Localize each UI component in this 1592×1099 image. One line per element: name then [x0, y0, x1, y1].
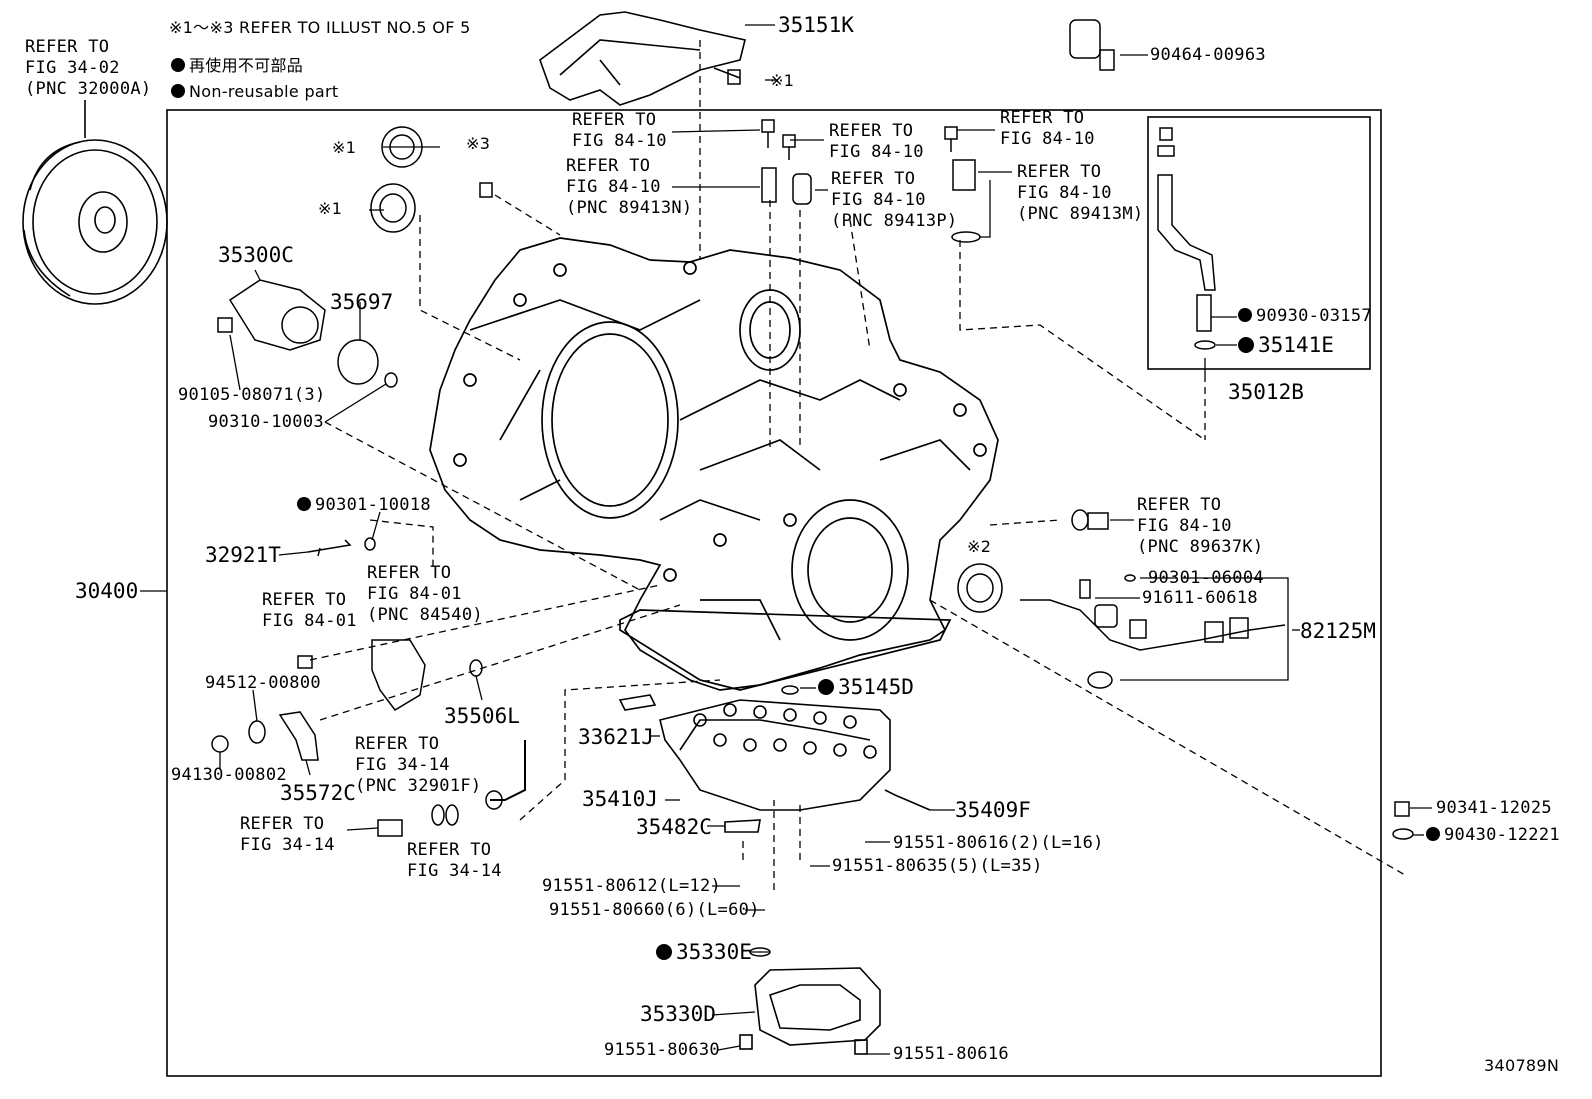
- part-82125M[interactable]: 82125M: [1300, 619, 1376, 643]
- part-35151K[interactable]: 35151K: [778, 13, 854, 37]
- part-90930-03157[interactable]: 90930-03157: [1238, 307, 1372, 326]
- non-reusable-dot-icon: [1238, 308, 1252, 322]
- dashed-leaders: [309, 40, 1406, 890]
- part-90105-08071[interactable]: 90105-08071(3): [178, 385, 326, 405]
- non-reusable-dot-icon: [1238, 337, 1254, 353]
- part-33621J[interactable]: 33621J: [578, 725, 654, 749]
- mark-x3: ※3: [466, 134, 491, 153]
- part-91611-60618[interactable]: 91611-60618: [1142, 588, 1258, 608]
- bracket-35151K-icon: [539, 11, 746, 106]
- part-90464-00963[interactable]: 90464-00963: [1150, 45, 1266, 65]
- part-90430-12221[interactable]: 90430-12221: [1426, 826, 1560, 845]
- valve-body-icon: [618, 694, 931, 833]
- part-35506L[interactable]: 35506L: [444, 704, 520, 728]
- part-32921T[interactable]: 32921T: [205, 543, 281, 567]
- part-35410J[interactable]: 35410J: [582, 787, 658, 811]
- part-35482C[interactable]: 35482C: [636, 815, 712, 839]
- non-reusable-dot-icon: [171, 58, 185, 72]
- solid-leaders: [140, 24, 1432, 1055]
- part-91551-80616-2[interactable]: 91551-80616(2)(L=16): [893, 833, 1104, 853]
- figure-id: 340789N: [1484, 1056, 1560, 1075]
- part-91551-80630[interactable]: 91551-80630: [604, 1040, 720, 1060]
- non-reusable-dot-icon: [656, 944, 672, 960]
- legend-jp-text: 再使用不可部品: [189, 56, 304, 75]
- part-30400[interactable]: 30400: [75, 579, 139, 603]
- part-35012B[interactable]: 35012B: [1228, 380, 1304, 404]
- torque-converter-icon: [22, 100, 168, 305]
- non-reusable-dot-icon: [297, 497, 311, 511]
- part-35409F[interactable]: 35409F: [955, 798, 1031, 822]
- part-90301-10018[interactable]: 90301-10018: [297, 496, 431, 515]
- part-90310-10003[interactable]: 90310-10003: [208, 412, 324, 432]
- part-91551-80635[interactable]: 91551-80635(5)(L=35): [832, 856, 1043, 876]
- part-35300C[interactable]: 35300C: [218, 243, 294, 267]
- mark-x1-bolt: ※1: [770, 71, 795, 90]
- oil-strainer-icon: [739, 967, 881, 1055]
- non-reusable-dot-icon: [171, 84, 185, 98]
- legend-en-text: Non-reusable part: [189, 82, 339, 101]
- part-91551-80616[interactable]: 91551-80616: [893, 1044, 1009, 1064]
- refer-note: ※1～※3 REFER TO ILLUST NO.5 OF 5: [169, 18, 471, 37]
- part-35145D[interactable]: 35145D: [818, 676, 914, 699]
- mark-x2: ※2: [967, 537, 992, 556]
- non-reusable-dot-icon: [818, 679, 834, 695]
- legend-jp: 再使用不可部品: [171, 56, 303, 75]
- transmission-case-icon: [429, 237, 999, 691]
- main-frame: [166, 109, 1382, 1077]
- part-91551-80612[interactable]: 91551-80612(L=12): [542, 876, 722, 896]
- mark-x1-seal-b: ※1: [318, 199, 343, 218]
- mark-x1-seal-a: ※1: [332, 138, 357, 157]
- part-35330E[interactable]: 35330E: [656, 941, 752, 964]
- part-94130-00802[interactable]: 94130-00802: [171, 765, 287, 785]
- small-parts: [211, 19, 1414, 957]
- part-90301-06004[interactable]: 90301-06004: [1148, 568, 1264, 588]
- non-reusable-dot-icon: [1426, 827, 1440, 841]
- part-35141E[interactable]: 35141E: [1238, 334, 1334, 357]
- part-94512-00800[interactable]: 94512-00800: [205, 673, 321, 693]
- inset-box-35012B: [1147, 116, 1371, 370]
- part-91551-80660[interactable]: 91551-80660(6)(L=60): [549, 900, 760, 920]
- legend-en: Non-reusable part: [171, 82, 338, 101]
- part-35330D[interactable]: 35330D: [640, 1002, 716, 1026]
- part-35572C[interactable]: 35572C: [280, 781, 356, 805]
- part-35697[interactable]: 35697: [330, 290, 394, 314]
- part-90341-12025[interactable]: 90341-12025: [1436, 798, 1552, 818]
